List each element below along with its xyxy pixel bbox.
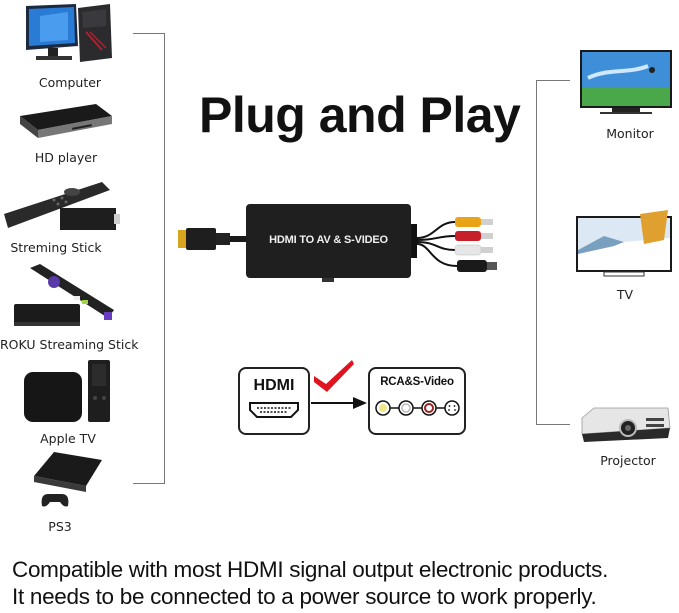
- monitor-icon: [580, 50, 672, 114]
- source-device-ps3: [30, 450, 104, 512]
- output-device-projector: [580, 404, 672, 444]
- source-label-computer: Computer: [38, 75, 102, 90]
- output-label-monitor: Monitor: [606, 126, 654, 141]
- source-device-hd-player: [18, 102, 114, 144]
- rca-svideo-label: RCA&S-Video: [380, 376, 454, 388]
- output-label-projector: Projector: [600, 453, 656, 468]
- source-label-roku: ROKU Streaming Stick: [0, 337, 139, 352]
- output-label-tv: TV: [616, 287, 634, 302]
- converter-illustration: HDMI TO AV & S-VIDEO: [175, 198, 525, 288]
- source-label-ps3: PS3: [48, 519, 72, 534]
- output-bracket: [536, 80, 570, 425]
- source-device-roku: [10, 262, 120, 330]
- output-device-tv: [574, 210, 676, 280]
- arrow-right-icon: [311, 397, 367, 409]
- hdmi-input-label: HDMI: [253, 377, 295, 394]
- source-label-apple-tv: Apple TV: [40, 431, 96, 446]
- hd-player-icon: [20, 104, 112, 138]
- source-device-computer: [20, 2, 120, 64]
- av-ports-icon: [375, 400, 460, 416]
- hdmi-input-box: HDMI: [238, 367, 310, 435]
- footer-line-2: It needs to be connected to a power sour…: [12, 584, 597, 609]
- page-title: Plug and Play: [199, 87, 521, 143]
- footer-line-1: Compatible with most HDMI signal output …: [12, 557, 609, 582]
- computer-icon: [26, 4, 112, 62]
- streaming-stick-icon: [4, 182, 120, 230]
- output-device-monitor: [578, 48, 674, 116]
- projector-icon: [581, 407, 671, 442]
- tv-icon: [576, 210, 672, 277]
- source-bracket: [133, 33, 165, 484]
- apple-tv-icon: [24, 360, 110, 422]
- roku-stick-icon: [14, 264, 114, 326]
- ps3-icon: [34, 452, 102, 507]
- converter-label: HDMI TO AV & S-VIDEO: [269, 234, 388, 246]
- source-device-apple-tv: [22, 360, 114, 424]
- source-device-streaming-stick: [2, 176, 122, 234]
- hdmi-cable-icon: [178, 204, 497, 282]
- check-mark-icon: [314, 360, 354, 392]
- source-label-hd-player: HD player: [34, 150, 98, 165]
- source-label-streaming-stick: Streming Stick: [10, 240, 102, 255]
- hdmi-port-icon: [249, 402, 299, 418]
- rca-svideo-output-box: RCA&S-Video: [368, 367, 466, 435]
